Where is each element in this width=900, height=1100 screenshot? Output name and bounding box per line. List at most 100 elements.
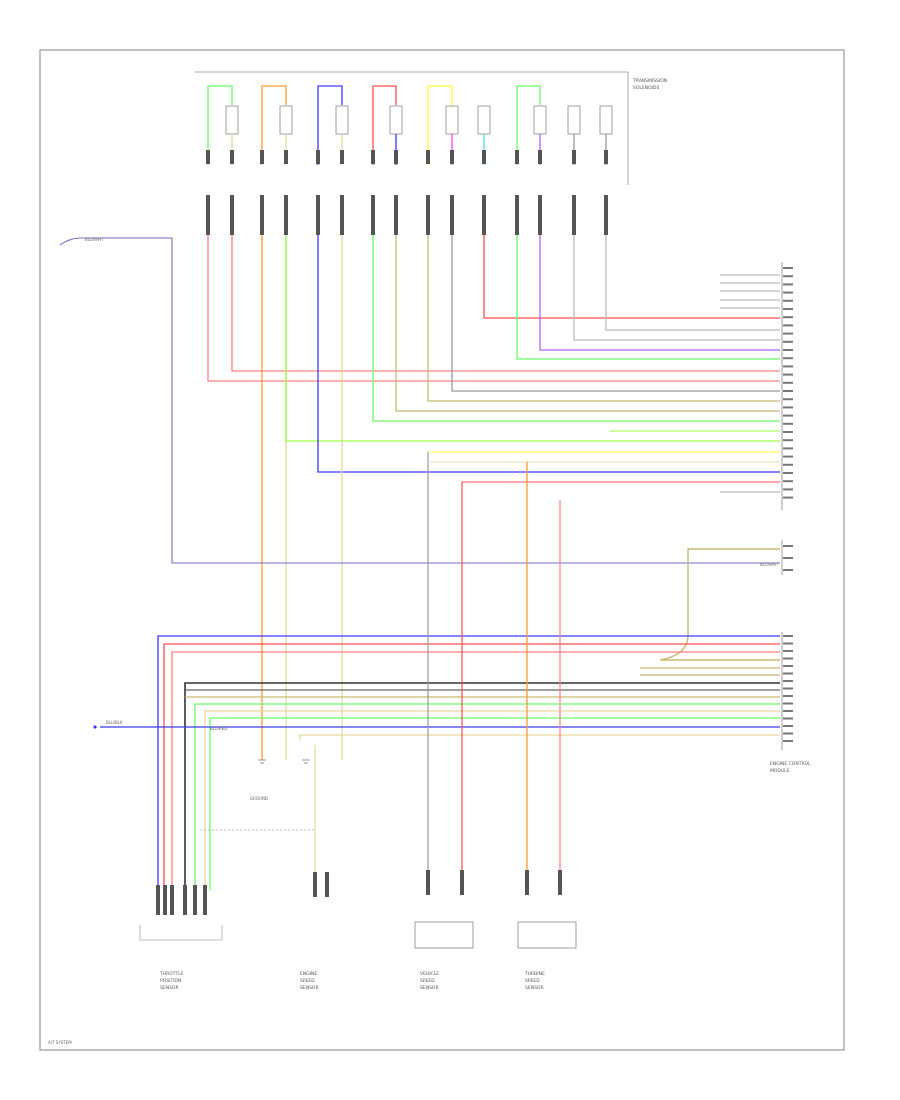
solenoid-loop-yellow (427, 85, 453, 165)
ecm-pin-ticks (783, 267, 793, 742)
ecm-pin (783, 702, 793, 705)
bus-green-2 (209, 717, 780, 890)
solenoid-d (389, 105, 403, 135)
ecm-pin (783, 672, 793, 675)
wire-pink-1 (207, 235, 780, 382)
ecm-pin (783, 390, 793, 392)
vertical-harness (207, 235, 780, 760)
ecm-upper-rows (430, 274, 780, 760)
wire-gray-2 (573, 235, 780, 341)
ecm-pin (783, 635, 793, 637)
svg-text:SENSOR: SENSOR (420, 985, 439, 991)
bus-green-1 (194, 703, 780, 890)
ecm-pin (783, 357, 793, 360)
solenoid-loop-green (207, 85, 233, 165)
ecm-pin (783, 569, 793, 571)
ecm-pin (783, 349, 793, 351)
solenoid-g (533, 105, 547, 135)
ecm-pin (783, 650, 793, 652)
vehicle-speed-sensor: VEHICLE SPEED SENSOR (414, 452, 474, 991)
bus-tan-2 (299, 734, 780, 740)
ecm-pin (783, 422, 793, 425)
wire-purple (539, 235, 780, 351)
ecm-pin (783, 665, 793, 667)
ecm-pin (783, 687, 793, 690)
ecm-pin (783, 340, 793, 343)
svg-text:GROUND: GROUND (250, 796, 268, 801)
ecm-pin (783, 308, 793, 310)
wire-green-1 (372, 235, 780, 422)
svg-text:SPEED: SPEED (420, 978, 435, 984)
ecm-pin (783, 373, 793, 376)
ecm-pin (783, 725, 793, 727)
wire-gray-1 (451, 235, 780, 392)
ecm-pin (783, 332, 793, 335)
ecm-pin (783, 642, 793, 645)
solenoid-i (599, 105, 613, 135)
ecm-pin (783, 488, 793, 491)
bus-dark (184, 682, 780, 890)
ecm-pin (783, 406, 793, 409)
solenoid-b (279, 105, 293, 135)
svg-text:SPEED: SPEED (300, 978, 315, 984)
solenoid-loop-blue (317, 85, 343, 165)
ecm-pin (783, 472, 793, 474)
ecm-pin (783, 710, 793, 712)
wire-red-1 (483, 235, 780, 319)
ecm-pin (783, 324, 793, 327)
wire-pink-2 (231, 235, 780, 372)
wire-label-blu-red: BLU/RED (210, 726, 227, 731)
ecm-pin (783, 455, 793, 458)
wire-green-2 (516, 235, 780, 360)
solenoid-loop-red (372, 85, 397, 165)
svg-text:VEHICLE: VEHICLE (420, 971, 439, 977)
bus-red-1 (163, 643, 780, 890)
solenoid-row (207, 85, 541, 165)
ecm-pin (783, 557, 793, 559)
svg-text:SENSOR: SENSOR (300, 985, 319, 991)
wire-tan-3 (395, 235, 780, 412)
engine-speed-sensor: ENGINE SPEED SENSOR (200, 745, 329, 991)
ecm-pin (783, 291, 793, 294)
splice-point (93, 725, 97, 729)
ecm-pin (783, 545, 793, 547)
ecm-pin (783, 496, 793, 499)
solenoid-loop-green-2 (516, 85, 541, 165)
solenoid-header-bracket (195, 71, 629, 185)
wire-gray-3 (605, 235, 780, 331)
ecm-pin (783, 275, 793, 278)
solenoid-drops (231, 134, 607, 165)
bus-tan-1 (204, 710, 780, 890)
ecm-pin (783, 480, 793, 483)
wire-label-blu-blk: BLU/BLK (106, 720, 123, 725)
ecm-pin (783, 680, 793, 682)
ecm-pin (783, 414, 793, 417)
ecm-pin (783, 740, 793, 742)
svg-text:TURBINE: TURBINE (524, 971, 545, 977)
solenoid-e (445, 105, 459, 135)
solenoid-f (477, 105, 491, 135)
wire-lime-1 (285, 235, 780, 442)
solenoid-pins (206, 150, 608, 235)
ecm-pin (783, 439, 793, 442)
ecm-pin (783, 431, 793, 433)
solenoid-loop-orange (261, 85, 287, 165)
ecm-pin (783, 283, 793, 286)
ground-symbols: GROUND (250, 759, 310, 801)
solenoid-a (225, 105, 239, 135)
ecm-pin (783, 695, 793, 697)
ecm-pin (783, 316, 793, 319)
svg-text:ENGINE CONTROL: ENGINE CONTROL (770, 761, 811, 767)
svg-text:MODULE: MODULE (770, 768, 790, 774)
svg-text:SPEED: SPEED (525, 978, 540, 984)
wire-tan-4 (427, 235, 780, 402)
solenoid-boxes (225, 105, 613, 135)
ecm-pin (783, 365, 793, 368)
solenoid-h (567, 105, 581, 135)
bus-blue-1 (157, 635, 780, 890)
ecm-pin (783, 717, 793, 720)
ecm-pin (783, 398, 793, 401)
bus-pink-1 (171, 651, 780, 890)
wire-tan-loop (659, 548, 780, 661)
